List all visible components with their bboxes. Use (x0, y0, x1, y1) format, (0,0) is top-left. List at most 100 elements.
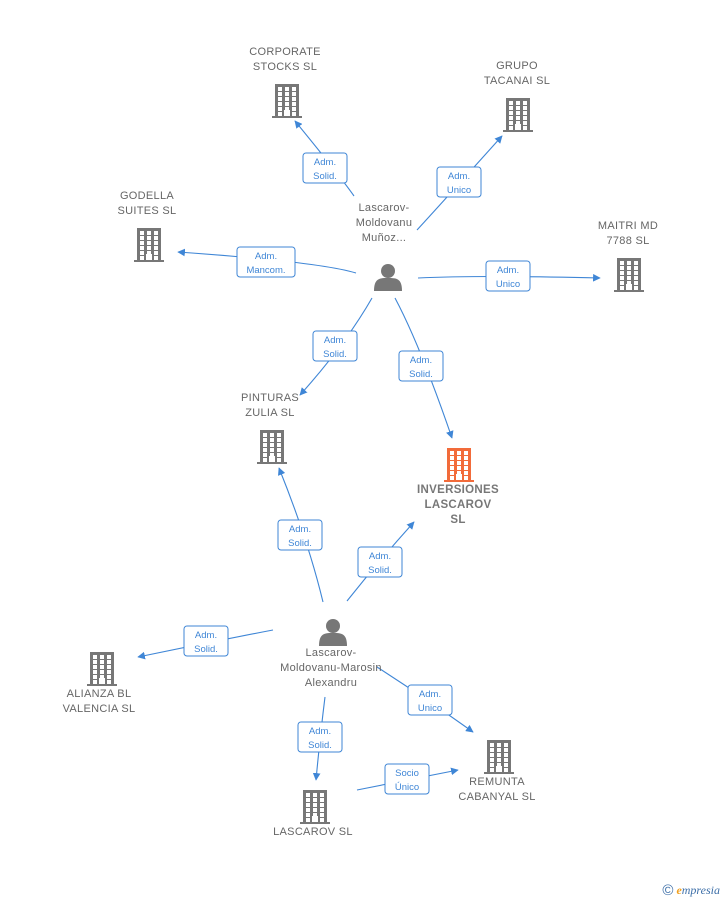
building-icon (503, 98, 533, 132)
node-person1[interactable]: Lascarov- MoldovanuMuñoz... (356, 202, 413, 291)
node-label-line: PINTURAS (241, 392, 299, 404)
node-inversiones[interactable]: INVERSIONES LASCAROV SL (417, 448, 499, 526)
edge-label-line: Adm. (309, 726, 331, 737)
edge-label-line: Adm. (314, 157, 336, 168)
node-label-line: STOCKS SL (253, 61, 317, 73)
edge-label-line: Solid. (194, 644, 218, 655)
edge-label-line: Único (395, 782, 419, 793)
building-icon (257, 430, 287, 464)
building-icon (272, 84, 302, 118)
node-label-line: SUITES SL (118, 205, 177, 217)
edge-label-line: Adm. (255, 251, 277, 262)
edge-person1-tacanai[interactable]: Adm. Unico (416, 135, 503, 231)
edge-label-line: Adm. (497, 265, 519, 276)
edges-layer: Adm.Solid.Adm.UnicoAdm.Mancom.Adm.UnicoA… (137, 120, 601, 795)
edge-label-line: Unico (447, 185, 471, 196)
node-label-line: GRUPO (496, 60, 538, 72)
edge-label-line: Solid. (313, 171, 337, 182)
edge-label-line: Socio (395, 768, 419, 779)
edge-label-line: Solid. (409, 369, 433, 380)
edge-person1-inversiones[interactable]: Adm. Solid. (394, 297, 454, 439)
person-icon (374, 264, 402, 291)
person-icon (319, 619, 347, 646)
node-label-line: SL (450, 514, 465, 526)
edge-label-line: Adm. (369, 551, 391, 562)
edge-label-line: Adm. (419, 689, 441, 700)
node-label-line: REMUNTA (469, 776, 525, 788)
edge-label-box (312, 330, 358, 362)
node-label-line: Lascarov- (306, 647, 357, 659)
edge-label-line: Adm. (324, 335, 346, 346)
building-icon (614, 258, 644, 292)
edge-label-box (236, 246, 296, 278)
edge-label-box (485, 260, 531, 292)
edge-label-line: Adm. (289, 524, 311, 535)
edge-person2-pinturas[interactable]: Adm. Solid. (277, 467, 324, 603)
node-label-line: 7788 SL (606, 235, 649, 247)
brand-logo[interactable]: empresia (676, 883, 720, 897)
node-label-line: Moldovanu-Marosin (280, 662, 382, 674)
node-tacanai[interactable]: GRUPO TACANAI SL (484, 60, 550, 132)
edge-label-line: Unico (418, 703, 442, 714)
edge-label-line: Solid. (308, 740, 332, 751)
edge-person1-corporate[interactable]: Adm. Solid. (294, 120, 355, 197)
node-corporate[interactable]: CORPORATE STOCKS SL (249, 46, 321, 118)
edge-label-box (398, 350, 444, 382)
nodes-layer: CORPORATE STOCKS SL GRUPO TACANAI SL GODELLA… (63, 46, 658, 838)
edge-label-box (302, 152, 348, 184)
node-label-line: LASCAROV (425, 499, 492, 511)
edge-label-line: Adm. (195, 630, 217, 641)
edge-label-box (407, 684, 453, 716)
edge-person1-pinturas[interactable]: Adm. Solid. (299, 297, 373, 396)
node-label-line: Alexandru (305, 677, 357, 689)
edge-label-line: Adm. (410, 355, 432, 366)
node-label-line: MAITRI MD (598, 220, 658, 232)
building-icon (444, 448, 474, 482)
edge-label-box (277, 519, 323, 551)
edge-label-line: Solid. (288, 538, 312, 549)
node-pinturas[interactable]: PINTURAS ZULIA SL (241, 392, 299, 464)
node-label-line: LASCAROV SL (273, 826, 353, 838)
building-icon (484, 740, 514, 774)
building-icon (134, 228, 164, 262)
edge-label-line: Solid. (323, 349, 347, 360)
node-label-line: CORPORATE (249, 46, 321, 58)
node-label-line: ALIANZA BL (67, 688, 132, 700)
node-godella[interactable]: GODELLA SUITES SL (118, 190, 177, 262)
edge-label-line: Solid. (368, 565, 392, 576)
node-label-line: VALENCIA SL (63, 703, 136, 715)
edge-label-box (357, 546, 403, 578)
node-label-line: CABANYAL SL (458, 791, 535, 803)
node-label-line: Moldovanu (356, 217, 413, 229)
edge-person2-remunta[interactable]: Adm. Unico (376, 666, 474, 733)
edge-person1-godella[interactable]: Adm. Mancom. (177, 246, 357, 278)
building-icon (300, 790, 330, 824)
node-alianza[interactable]: ALIANZA BL VALENCIA SL (63, 652, 136, 715)
node-maitri[interactable]: MAITRI MD 7788 SL (598, 220, 658, 292)
node-label-line: Lascarov- (359, 202, 410, 214)
building-icon (87, 652, 117, 686)
node-label-line: INVERSIONES (417, 484, 499, 496)
node-label-line: ZULIA SL (245, 407, 294, 419)
edge-label-line: Unico (496, 279, 520, 290)
edge-label-box (297, 721, 343, 753)
node-remunta[interactable]: REMUNTA CABANYAL SL (458, 740, 535, 803)
edge-person2-lascarov[interactable]: Adm. Solid. (297, 696, 343, 781)
edge-person1-maitri[interactable]: Adm. Unico (417, 260, 601, 292)
edge-label-line: Mancom. (246, 265, 285, 276)
node-label-line: TACANAI SL (484, 75, 550, 87)
edge-person2-inversiones[interactable]: Adm. Solid. (346, 521, 415, 602)
edge-label-box (436, 166, 482, 198)
edge-label-box (183, 625, 229, 657)
node-label-line: Muñoz... (362, 232, 407, 244)
node-label-line: GODELLA (120, 190, 174, 202)
copyright-icon: © (662, 882, 674, 899)
edge-label-line: Adm. (448, 171, 470, 182)
node-lascarov[interactable]: LASCAROV SL (273, 790, 353, 838)
footer-brand: © empresia (662, 882, 720, 899)
edge-person2-alianza[interactable]: Adm. Solid. (137, 625, 274, 660)
edge-label-box (384, 763, 430, 795)
